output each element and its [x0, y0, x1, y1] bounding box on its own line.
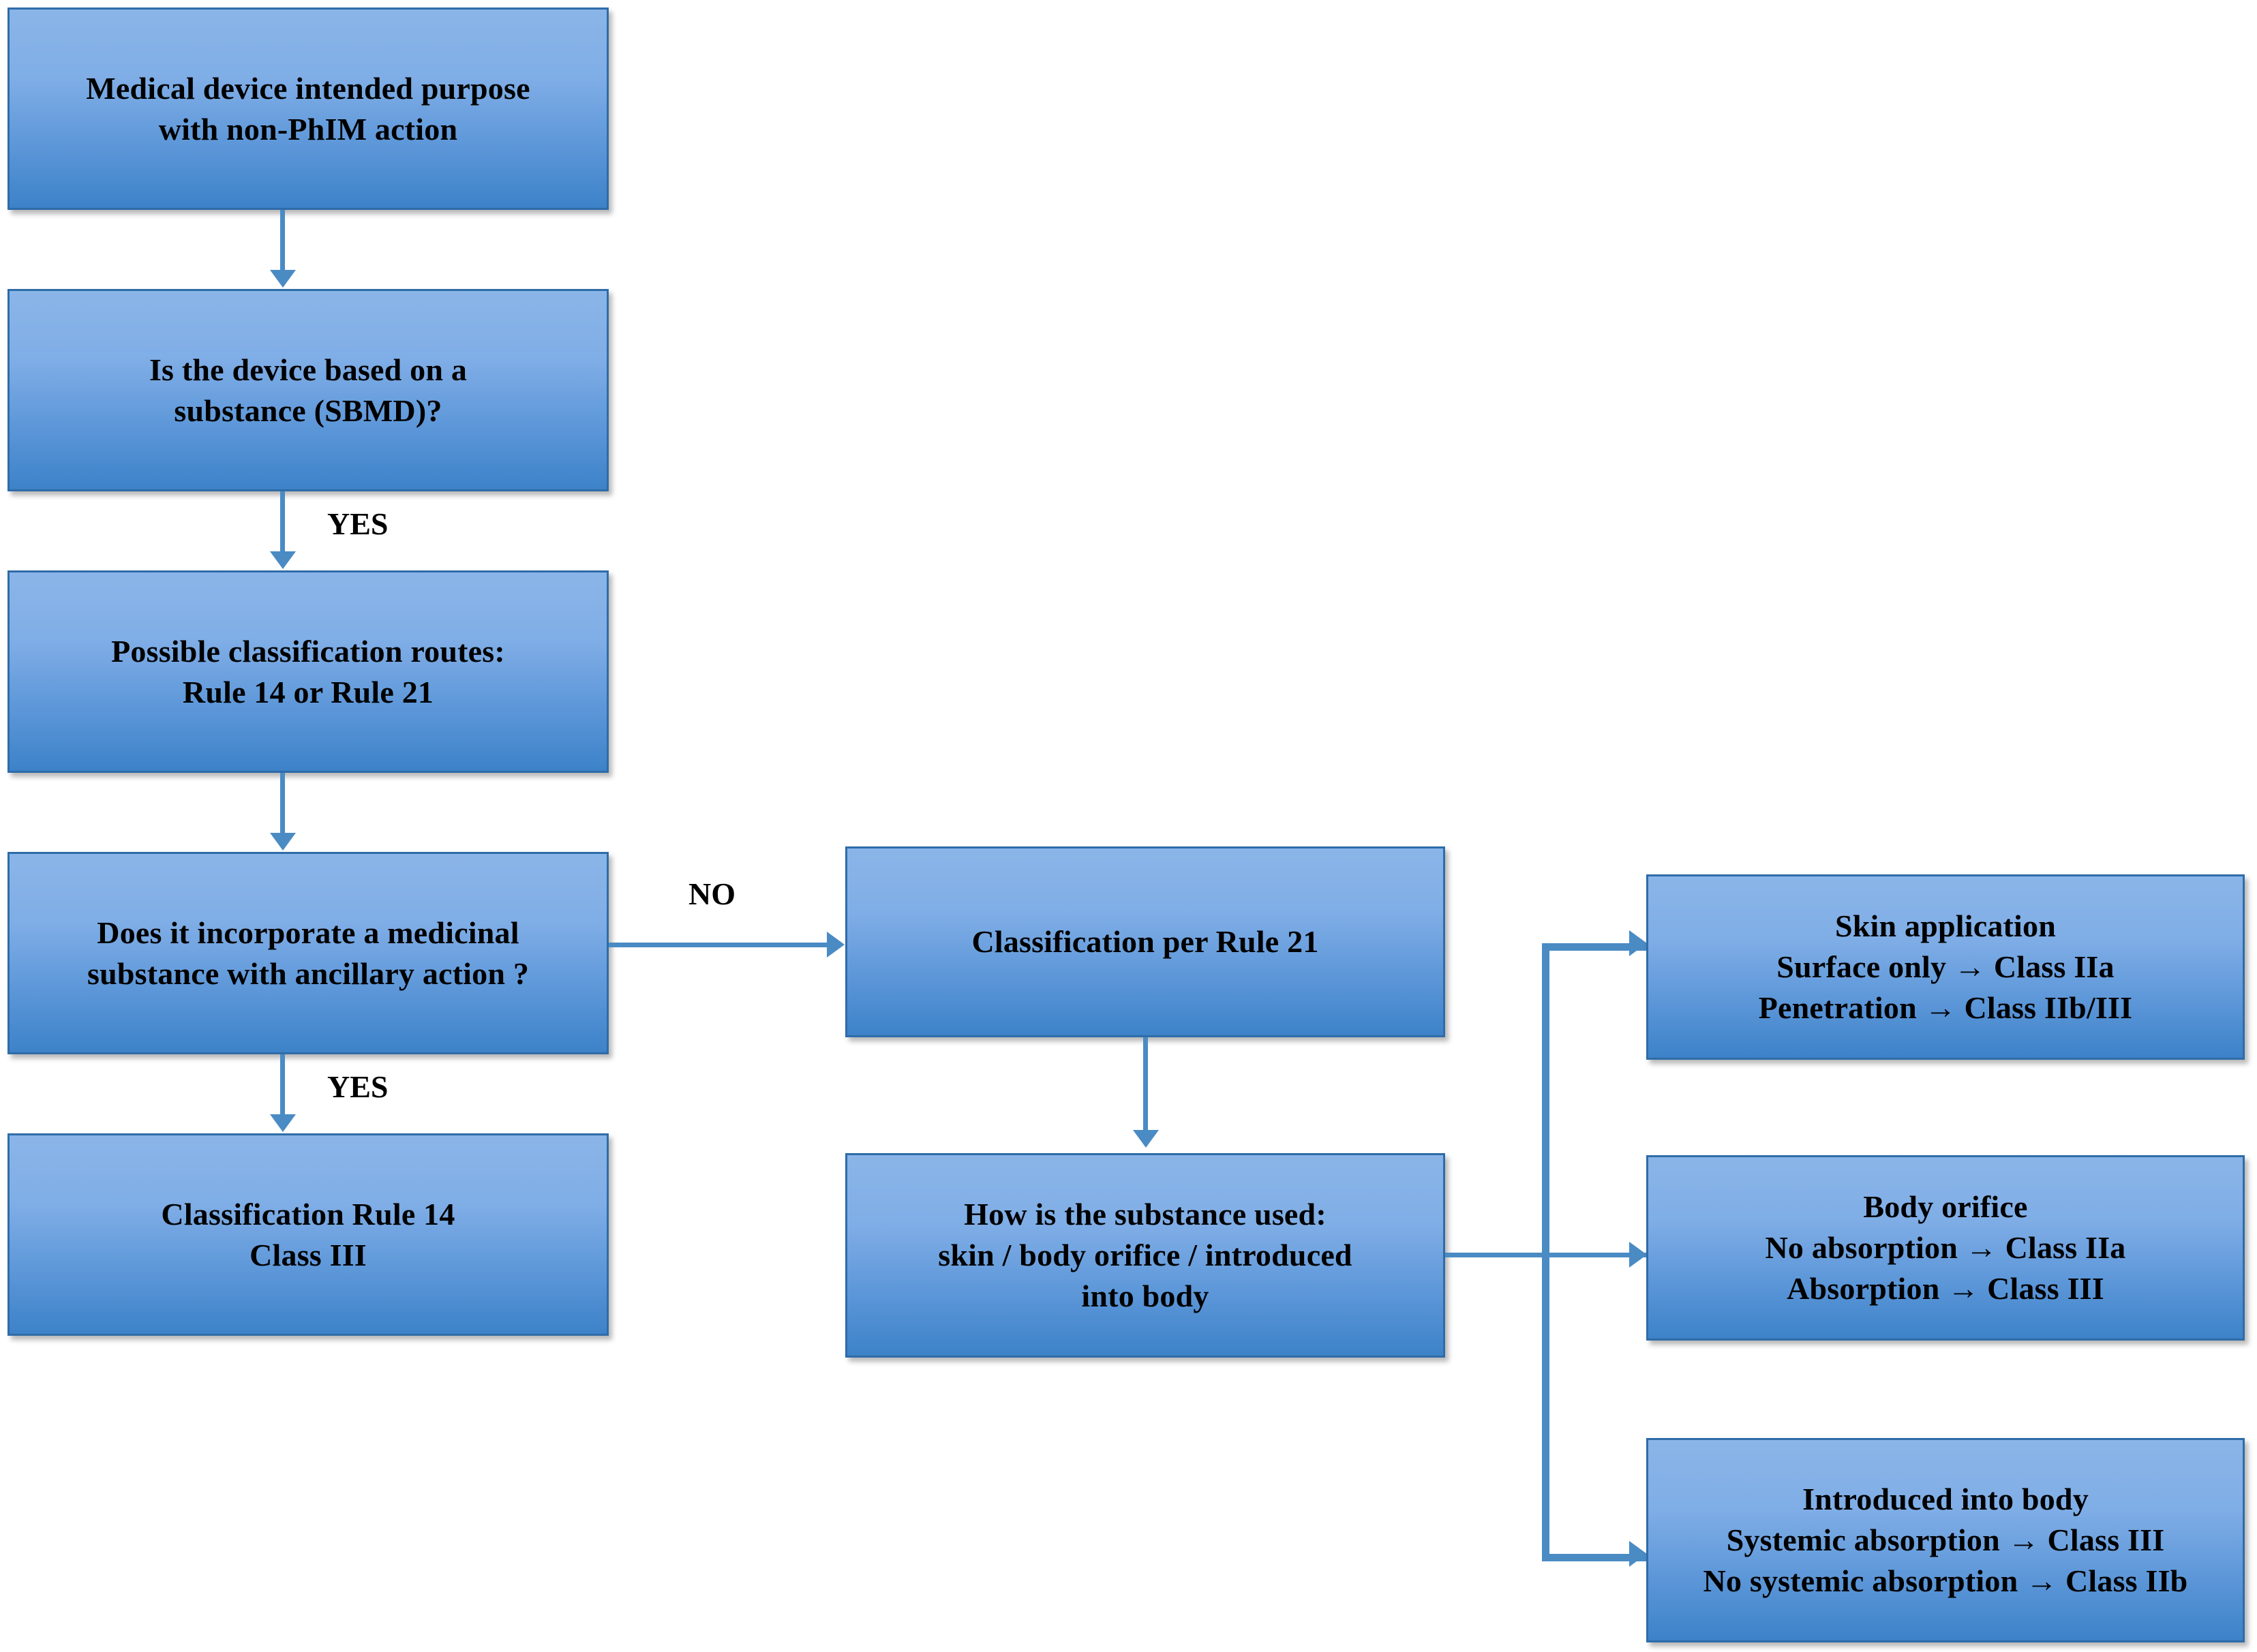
node-body-orifice[interactable]: Body orifice No absorption → Class IIa A…	[1646, 1155, 2245, 1341]
arrowhead-medicinal-to-rule21	[827, 932, 845, 958]
arrowhead-sbmd-to-routes	[270, 551, 296, 569]
node-rule21-label: Classification per Rule 21	[971, 924, 1319, 960]
node-introduced-into-body[interactable]: Introduced into body Systemic absorption…	[1646, 1438, 2245, 1642]
node-how-used-label: How is the substance used: skin / body o…	[938, 1197, 1352, 1313]
node-intended-purpose[interactable]: Medical device intended purpose with non…	[7, 7, 609, 210]
node-rule14-class3[interactable]: Classification Rule 14 Class III	[7, 1133, 609, 1336]
connector-sbmd-to-routes	[280, 491, 285, 554]
node-possible-routes-label: Possible classification routes: Rule 14 …	[111, 633, 505, 709]
node-incorporates-medicinal[interactable]: Does it incorporate a medicinal substanc…	[7, 852, 609, 1054]
connector-trunk-to-introduced	[1542, 1554, 1651, 1561]
node-how-used[interactable]: How is the substance used: skin / body o…	[845, 1153, 1445, 1358]
node-body-orifice-label: Body orifice No absorption → Class IIa A…	[1765, 1189, 2126, 1306]
connector-trunk-to-skin	[1542, 943, 1651, 951]
connector-medicinal-to-rule14	[280, 1054, 285, 1117]
edge-label-yes-medicinal: YES	[327, 1069, 389, 1104]
node-rule14-class3-label: Classification Rule 14 Class III	[161, 1196, 455, 1272]
connector-medicinal-to-rule21	[609, 943, 827, 947]
node-skin-application[interactable]: Skin application Surface only → Class II…	[1646, 874, 2245, 1060]
node-is-sbmd-label: Is the device based on a substance (SBMD…	[149, 352, 468, 428]
arrowhead-rule21-to-howused	[1133, 1130, 1159, 1148]
connector-routes-to-medicinal	[280, 773, 285, 836]
arrowhead-routes-to-medicinal	[270, 833, 296, 851]
node-incorporates-medicinal-label: Does it incorporate a medicinal substanc…	[87, 915, 530, 991]
node-is-sbmd[interactable]: Is the device based on a substance (SBMD…	[7, 289, 609, 491]
node-skin-application-label: Skin application Surface only → Class II…	[1758, 908, 2133, 1025]
arrowhead-trunk-to-introduced	[1629, 1541, 1647, 1567]
node-introduced-into-body-label: Introduced into body Systemic absorption…	[1703, 1482, 2188, 1598]
edge-label-yes-sbmd: YES	[327, 506, 389, 541]
edge-label-no-medicinal: NO	[688, 876, 736, 911]
connector-branch-trunk	[1542, 943, 1549, 1561]
connector-intended-to-sbmd	[280, 210, 285, 273]
arrowhead-howused-to-body-orifice	[1629, 1242, 1647, 1268]
arrowhead-medicinal-to-rule14	[270, 1114, 296, 1132]
arrowhead-intended-to-sbmd	[270, 270, 296, 288]
connector-rule21-to-howused	[1143, 1037, 1148, 1133]
node-possible-routes[interactable]: Possible classification routes: Rule 14 …	[7, 570, 609, 773]
arrowhead-trunk-to-skin	[1629, 930, 1647, 956]
node-rule21[interactable]: Classification per Rule 21	[845, 846, 1445, 1037]
node-intended-purpose-label: Medical device intended purpose with non…	[86, 70, 530, 147]
